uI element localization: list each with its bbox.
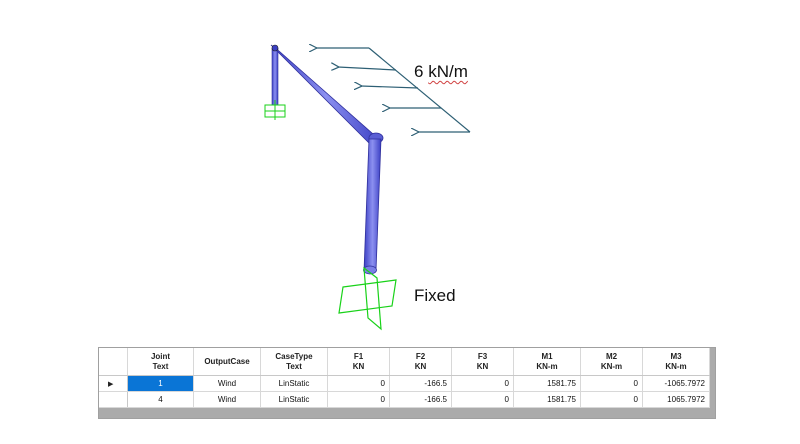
cell-f1[interactable]: 0 — [327, 391, 390, 408]
cell-casetype[interactable]: LinStatic — [260, 375, 328, 392]
column-header-outputcase[interactable]: OutputCase — [193, 348, 261, 376]
distributed-load[interactable] — [316, 48, 471, 132]
cell-m1[interactable]: 1581.75 — [513, 375, 581, 392]
cell-casetype[interactable]: LinStatic — [260, 391, 328, 408]
cell-outputcase[interactable]: Wind — [193, 375, 261, 392]
cell-joint[interactable]: 4 — [127, 391, 194, 408]
left-column-member[interactable] — [271, 47, 279, 106]
right-column-member[interactable] — [363, 138, 382, 275]
load-label: 6 kN/m — [414, 62, 468, 82]
row-header[interactable]: ▶ — [99, 375, 128, 392]
cell-outputcase[interactable]: Wind — [193, 391, 261, 408]
fixed-support-icon[interactable] — [338, 266, 397, 331]
support-label: Fixed — [414, 286, 456, 305]
cell-f2[interactable]: -166.5 — [389, 375, 452, 392]
table-row[interactable]: 4 Wind LinStatic 0 -166.5 0 1581.75 0 10… — [99, 391, 710, 408]
cell-m2[interactable]: 0 — [580, 375, 643, 392]
load-value: 6 — [414, 62, 424, 81]
current-row-arrow-icon: ▶ — [108, 381, 114, 388]
frame-diagram — [264, 0, 471, 331]
cell-f3[interactable]: 0 — [451, 391, 514, 408]
cell-joint[interactable]: 1 — [127, 375, 194, 392]
cell-m3[interactable]: 1065.7972 — [642, 391, 710, 408]
cell-f2[interactable]: -166.5 — [389, 391, 452, 408]
cell-m1[interactable]: 1581.75 — [513, 391, 581, 408]
cell-m3[interactable]: -1065.7972 — [642, 375, 710, 392]
cell-f3[interactable]: 0 — [451, 375, 514, 392]
left-support-icon[interactable] — [264, 100, 286, 120]
row-header-corner — [99, 348, 128, 376]
load-unit: kN/m — [428, 62, 468, 81]
rafter-member[interactable] — [270, 44, 384, 147]
row-header[interactable] — [99, 391, 128, 408]
table-row[interactable]: ▶ 1 Wind LinStatic 0 -166.5 0 1581.75 0 … — [99, 375, 710, 392]
cell-m2[interactable]: 0 — [580, 391, 643, 408]
cell-f1[interactable]: 0 — [327, 375, 390, 392]
top-joint[interactable] — [271, 44, 279, 52]
